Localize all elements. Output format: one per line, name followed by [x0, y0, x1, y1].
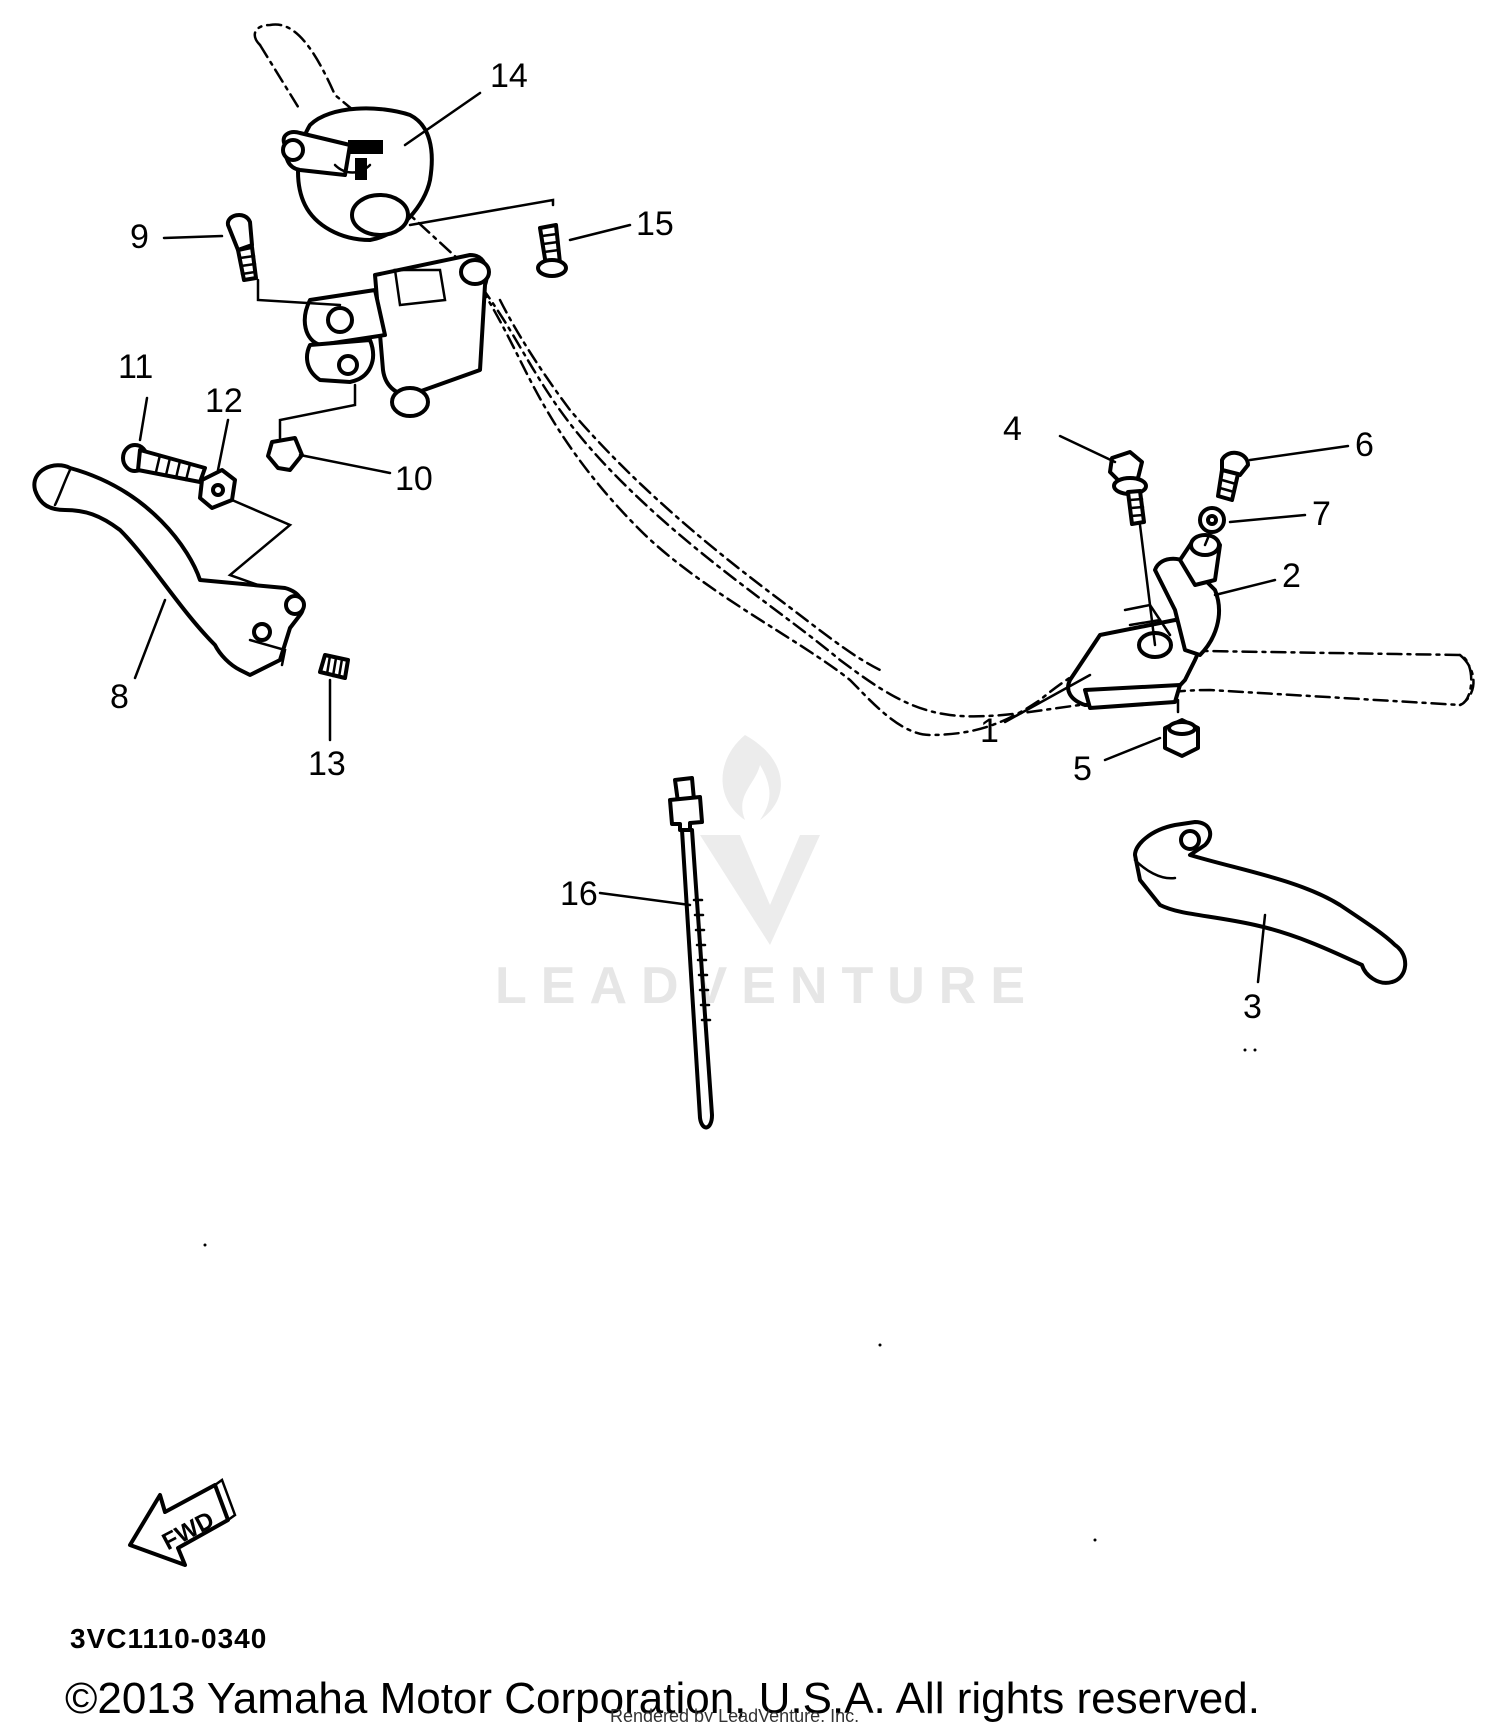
watermark-v-icon [700, 835, 820, 945]
callout-13: 13 [308, 745, 346, 783]
watermark-text: LEADVENTURE [495, 957, 1039, 1015]
bolt-6 [1216, 450, 1250, 502]
callout-16: 16 [560, 875, 598, 913]
callout-12: 12 [205, 382, 243, 420]
callout-6: 6 [1355, 426, 1374, 464]
callout-15: 15 [636, 205, 674, 243]
lever-3 [1133, 820, 1408, 985]
screw-13 [318, 653, 350, 680]
bolt-9 [225, 213, 342, 307]
stray-dots [203, 1048, 1257, 1542]
watermark-flame-icon [722, 735, 781, 820]
washer-7 [1198, 506, 1226, 547]
callout-3: 3 [1243, 988, 1262, 1026]
watermark: LEADVENTURE [495, 735, 1039, 1015]
bolt-4 [1108, 450, 1157, 647]
callout-8: 8 [110, 678, 129, 716]
bolt-15 [408, 198, 568, 278]
callout-11: 11 [118, 348, 153, 386]
callout-5: 5 [1073, 750, 1092, 788]
left-lever-holder [302, 253, 491, 418]
rendered-by-text: Rendered by LeadVenture, Inc. [610, 1706, 859, 1722]
handlebar [253, 23, 1475, 737]
right-lever-holder [1066, 533, 1222, 710]
cable-tie-16 [668, 776, 714, 1130]
diagram-code: 3VC1110-0340 [70, 1623, 267, 1654]
callout-4: 4 [1003, 410, 1022, 448]
throttle-housing [281, 106, 434, 242]
callout-10: 10 [395, 460, 433, 498]
callout-9: 9 [130, 218, 149, 256]
lever-8 [32, 463, 306, 677]
callouts: 14 9 15 11 12 10 4 6 7 2 1 5 3 8 13 16 [110, 57, 1374, 1026]
copyright-text: ©2013 Yamaha Motor Corporation, U.S.A. A… [65, 1674, 1260, 1722]
callout-7: 7 [1312, 495, 1331, 533]
callout-14: 14 [490, 57, 528, 95]
nut-5 [1163, 698, 1200, 758]
bolt-11 [121, 443, 207, 484]
fwd-arrow-icon: FWD [128, 1478, 237, 1567]
callout-2: 2 [1282, 557, 1301, 595]
callout-leaders [133, 91, 1350, 984]
nut-10 [266, 383, 357, 472]
callout-1: 1 [980, 712, 999, 750]
